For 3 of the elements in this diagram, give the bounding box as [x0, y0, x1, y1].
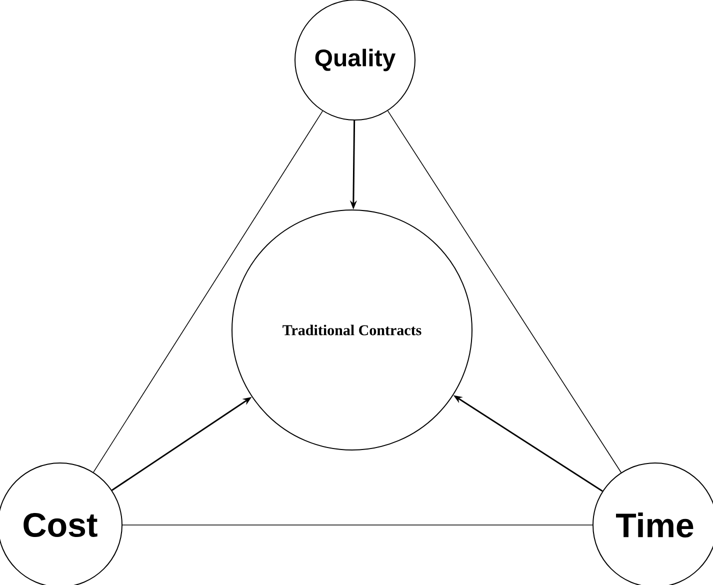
- connector-line: [122, 524, 593, 526]
- connector-line: [93, 110, 323, 473]
- connector-line: [387, 110, 622, 473]
